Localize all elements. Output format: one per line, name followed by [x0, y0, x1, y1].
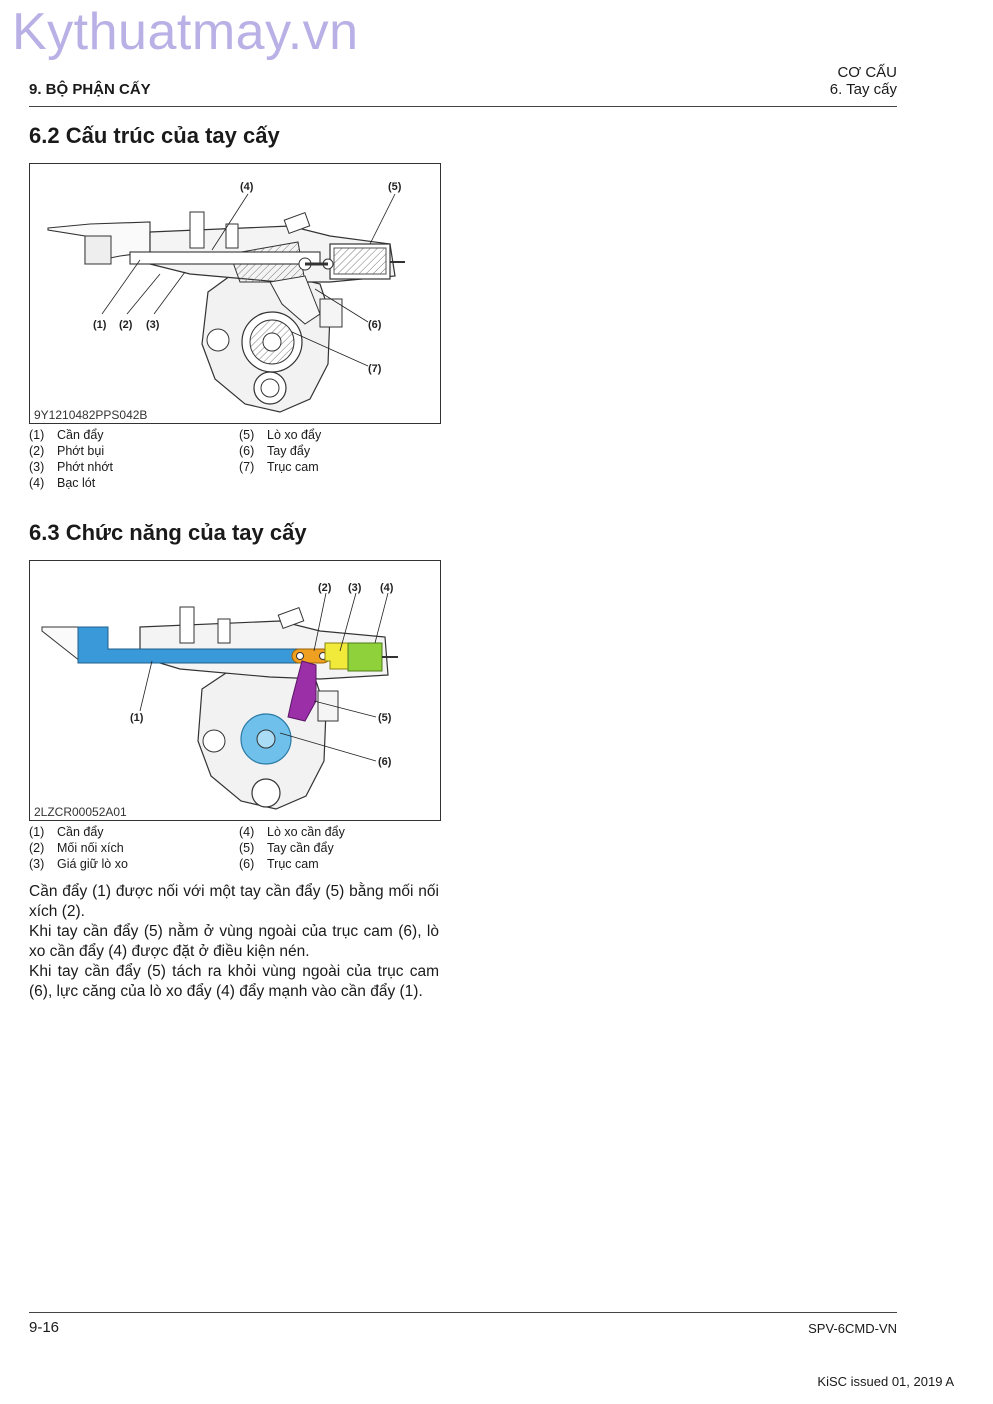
- legend-6-3: (1)Cần đẩy (2)Mối nối xích (3)Giá giữ lò…: [29, 825, 449, 875]
- page-number: 9-16: [29, 1319, 60, 1336]
- figure-code: 2LZCR00052A01: [34, 805, 127, 819]
- legend-item: (3)Phớt nhớt: [29, 460, 114, 474]
- section-header: 9. BỘ PHẬN CẤY: [29, 81, 151, 98]
- header-rule: [29, 106, 897, 107]
- chapter-title: CƠ CẤU: [837, 64, 897, 81]
- heading-6-2: 6.2 Cấu trúc của tay cấy: [29, 123, 280, 148]
- legend-item: (7)Trục cam: [239, 460, 319, 474]
- legend-item: (4)Bạc lót: [29, 476, 96, 490]
- heading-6-3: 6.3 Chức năng của tay cấy: [29, 520, 307, 545]
- watermark: Kythuatmay.vn: [12, 3, 359, 61]
- document-code: SPV-6CMD-VN: [808, 1321, 897, 1336]
- callout-4: (4): [240, 181, 254, 193]
- function-drawing: (2) (3) (4) (1) (5) (6): [41, 582, 398, 810]
- paragraph: Khi tay cần đẩy (5) nằm ở vùng ngoài của…: [29, 923, 439, 960]
- legend-item: (2)Phớt bụi: [29, 444, 105, 458]
- structure-drawing: (4) (5) (1) (2) (3) (6) (7): [47, 181, 405, 413]
- legend-item: (5)Tay cần đẩy: [239, 841, 334, 855]
- callout-6: (6): [378, 756, 392, 768]
- chapter-header: CƠ CẤU 6. Tay cấy: [830, 64, 897, 98]
- footer-rule: [29, 1312, 897, 1313]
- figure-function: (2) (3) (4) (1) (5) (6) 2LZCR00052A01: [29, 560, 441, 821]
- legend-item: (2)Mối nối xích: [29, 841, 124, 855]
- legend-6-2: (1)Cần đẩy (2)Phớt bụi (3)Phớt nhớt (4)B…: [29, 428, 449, 494]
- legend-item: (3)Giá giữ lò xo: [29, 857, 128, 871]
- callout-2: (2): [119, 319, 133, 331]
- callout-5: (5): [388, 181, 402, 193]
- figure-code: 9Y1210482PPS042B: [34, 408, 148, 422]
- legend-item: (6)Trục cam: [239, 857, 319, 871]
- legend-item: (1)Cần đẩy: [29, 428, 104, 442]
- paragraph: Khi tay cần đẩy (5) tách ra khỏi vùng ng…: [29, 963, 439, 1000]
- subchapter-title: 6. Tay cấy: [829, 81, 897, 98]
- callout-1: (1): [130, 712, 144, 724]
- description: Cần đẩy (1) được nối với một tay cần đẩy…: [29, 882, 439, 1002]
- legend-item: (5)Lò xo đẩy: [239, 428, 322, 442]
- callout-2: (2): [318, 582, 332, 594]
- callout-6: (6): [368, 319, 382, 331]
- callout-3: (3): [146, 319, 160, 331]
- legend-item: (6)Tay đẩy: [239, 444, 311, 458]
- legend-item: (1)Cần đẩy: [29, 825, 104, 839]
- callout-3: (3): [348, 582, 362, 594]
- callout-4: (4): [380, 582, 394, 594]
- issue-note: KiSC issued 01, 2019 A: [817, 1374, 954, 1389]
- callout-7: (7): [368, 363, 382, 375]
- figure-structure: (4) (5) (1) (2) (3) (6) (7) 9Y1210482PPS…: [29, 163, 441, 424]
- callout-5: (5): [378, 712, 392, 724]
- paragraph: Cần đẩy (1) được nối với một tay cần đẩy…: [29, 883, 439, 920]
- callout-1: (1): [93, 319, 107, 331]
- legend-item: (4)Lò xo cần đẩy: [239, 825, 345, 839]
